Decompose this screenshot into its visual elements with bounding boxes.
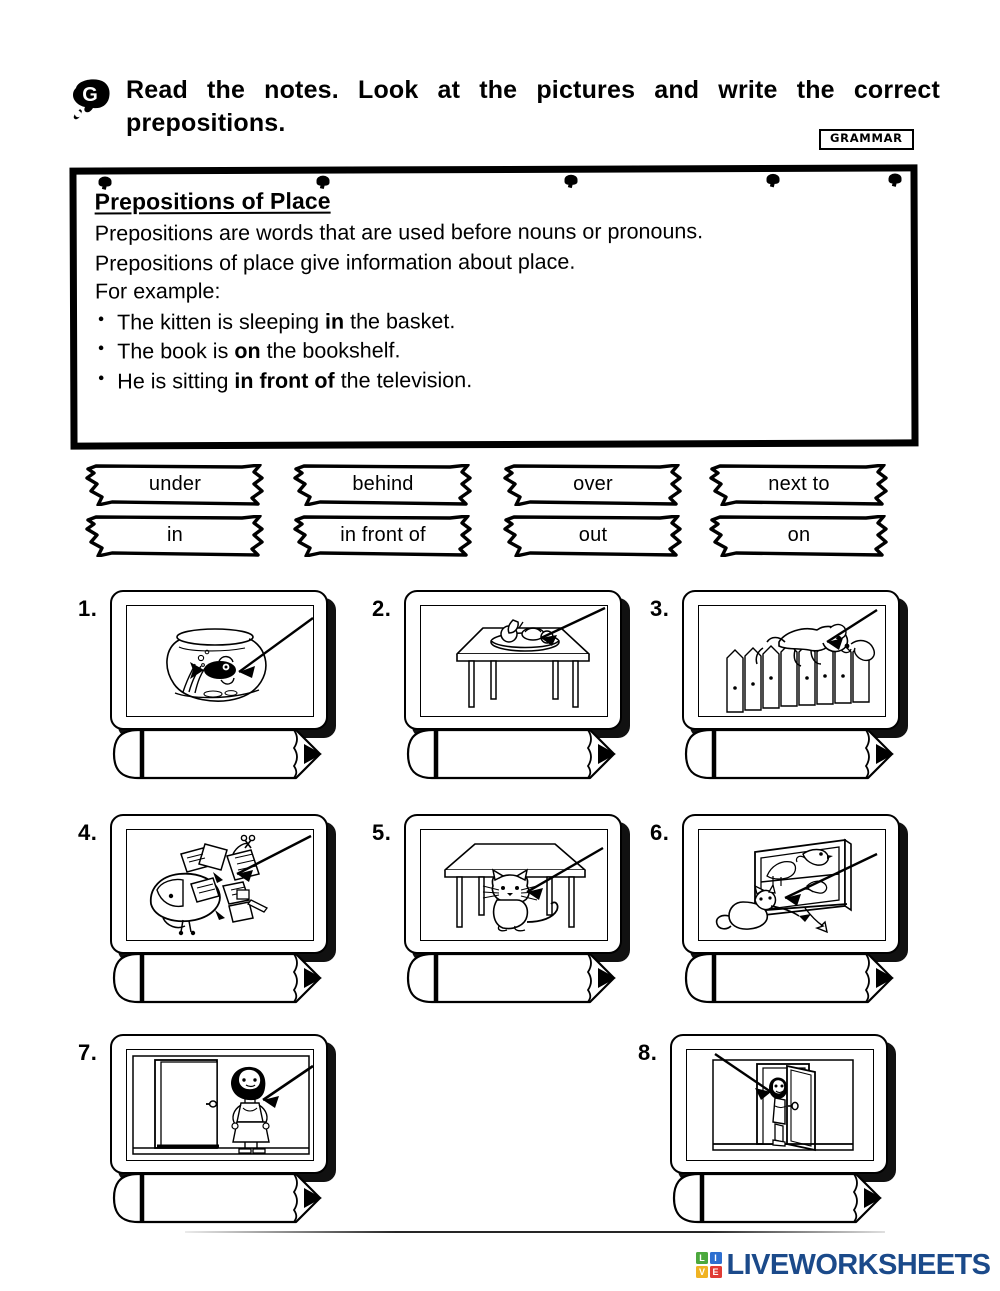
instruction-header: G Read the notes. Look at the pictures a… xyxy=(68,74,940,152)
item-number: 1. xyxy=(78,596,98,621)
word-bank-ribbon-on: on xyxy=(706,515,892,557)
picture-card xyxy=(404,590,622,730)
word-bank-label: in xyxy=(167,523,183,546)
word-bank: under behind over next to in in front of… xyxy=(82,464,894,564)
word-bank-ribbon-under: under xyxy=(82,464,268,506)
exercise-item-5: 5. xyxy=(372,812,662,1027)
word-bank-ribbon-in-front-of: in front of xyxy=(290,515,476,557)
item-number: 2. xyxy=(372,596,392,621)
word-bank-ribbon-over: over xyxy=(500,464,686,506)
picture-cat-under-table xyxy=(420,829,608,941)
word-bank-label: out xyxy=(578,523,608,546)
word-bank-label: next to xyxy=(768,472,830,495)
answer-pencil-8[interactable] xyxy=(668,1162,908,1234)
answer-pencil-2[interactable] xyxy=(402,718,642,790)
answer-pencil-6[interactable] xyxy=(680,942,920,1014)
item-number: 8. xyxy=(638,1040,658,1065)
word-bank-ribbon-behind: behind xyxy=(290,464,476,506)
picture-card xyxy=(670,1034,888,1174)
picture-fishbowl-with-fish xyxy=(126,605,314,717)
exercise-item-3: 3. xyxy=(650,588,940,803)
word-bank-ribbon-out: out xyxy=(500,515,686,557)
footer-divider xyxy=(185,1231,885,1233)
exercise-item-6: 6. xyxy=(650,812,940,1027)
grammar-blob-icon: G xyxy=(68,78,112,122)
word-bank-label: under xyxy=(148,472,202,495)
svg-text:G: G xyxy=(82,84,98,106)
answer-pencil-7[interactable] xyxy=(108,1162,348,1234)
liveworksheets-logo[interactable]: L I V E LIVEWORKSHEETS xyxy=(696,1248,992,1282)
picture-person-behind-door xyxy=(686,1049,874,1161)
word-bank-label: behind xyxy=(352,472,414,495)
logo-square-e: E xyxy=(709,1265,722,1278)
exercise-item-8: 8. xyxy=(638,1032,928,1247)
liveworksheets-wordmark: LIVEWORKSHEETS xyxy=(726,1248,992,1281)
word-bank-label: over xyxy=(573,472,613,495)
item-number: 5. xyxy=(372,820,392,845)
word-bank-label: on xyxy=(787,523,811,546)
picture-card xyxy=(110,1034,328,1174)
word-bank-ribbon-next-to: next to xyxy=(706,464,892,506)
picture-card xyxy=(110,590,328,730)
word-bank-label: in front of xyxy=(340,523,426,546)
picture-card xyxy=(110,814,328,954)
exercise-item-4: 4. xyxy=(78,812,368,1027)
logo-square-l: L xyxy=(696,1252,708,1265)
logo-square-i: I xyxy=(709,1252,722,1265)
exercise-item-2: 2. xyxy=(372,588,662,803)
exercise-item-7: 7. xyxy=(78,1032,368,1247)
picture-girl-next-to-door xyxy=(126,1049,314,1161)
logo-square-v: V xyxy=(696,1265,708,1278)
item-number: 3. xyxy=(650,596,670,621)
word-bank-ribbon-in: in xyxy=(82,515,268,557)
picture-fruit-bowl-on-table xyxy=(420,605,608,717)
instruction-text: Read the notes. Look at the pictures and… xyxy=(126,76,940,137)
exercise-item-1: 1. xyxy=(78,588,368,803)
answer-pencil-3[interactable] xyxy=(680,718,920,790)
picture-dog-jumping-over-fence xyxy=(698,605,886,717)
answer-pencil-4[interactable] xyxy=(108,942,348,1014)
liveworksheets-logo-squares: L I V E xyxy=(696,1252,722,1278)
item-number: 4. xyxy=(78,820,98,845)
item-number: 7. xyxy=(78,1040,98,1065)
answer-pencil-5[interactable] xyxy=(402,942,642,1014)
picture-card xyxy=(682,814,900,954)
picture-cat-and-bird-at-window xyxy=(698,829,886,941)
grammar-badge: GRAMMAR xyxy=(819,129,914,150)
item-number: 6. xyxy=(650,820,670,845)
picture-books-out-of-backpack xyxy=(126,829,314,941)
answer-pencil-1[interactable] xyxy=(108,718,348,790)
picture-card xyxy=(682,590,900,730)
picture-card xyxy=(404,814,622,954)
